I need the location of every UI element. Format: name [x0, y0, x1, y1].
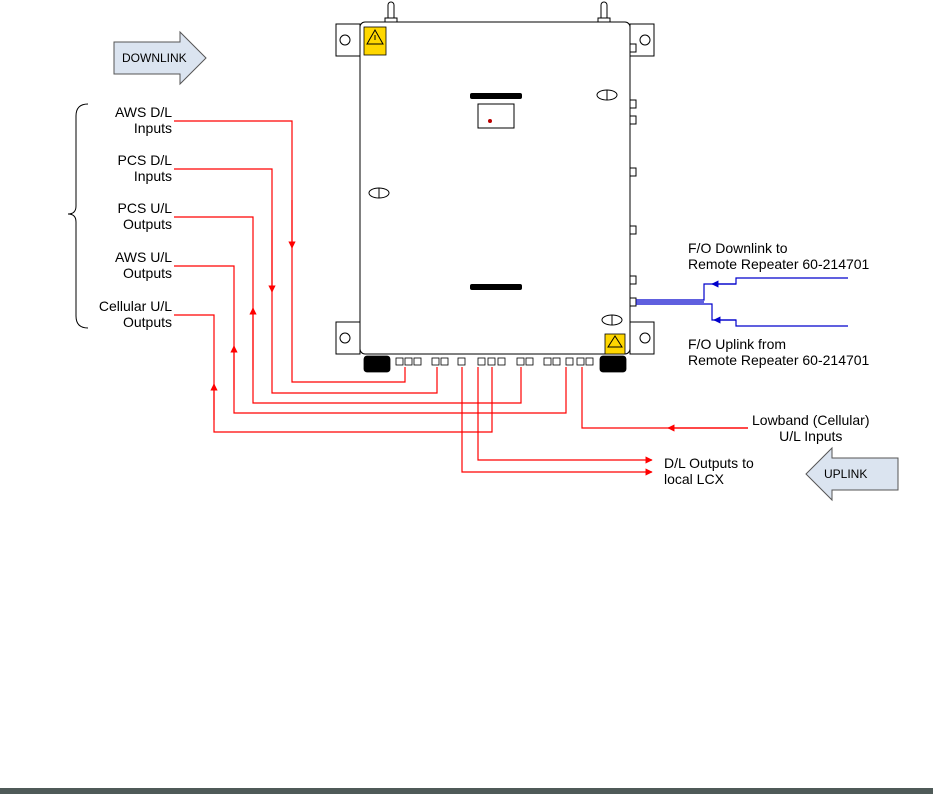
lowband-inputs-label: Lowband (Cellular) U/L Inputs — [752, 412, 870, 444]
antenna-post-icon — [385, 2, 397, 24]
uplink-label: UPLINK — [824, 466, 867, 482]
downlink-label: DOWNLINK — [122, 50, 187, 66]
fiber-line-downlink — [636, 278, 848, 300]
rf-line-lowband — [582, 367, 748, 428]
indicator-panel — [478, 104, 514, 128]
antenna-post-icon — [598, 2, 610, 24]
footer-bar — [0, 788, 933, 794]
caution-label-icon — [364, 27, 386, 55]
connector-icon — [630, 44, 636, 306]
handle-icon — [470, 93, 522, 99]
handle-icon — [470, 284, 522, 290]
enclosure-body — [360, 22, 630, 354]
connector-icon — [364, 356, 626, 372]
rf-line-dl-outputs — [462, 367, 652, 472]
caution-label-icon — [605, 334, 625, 354]
fiber-line-uplink — [636, 304, 848, 326]
